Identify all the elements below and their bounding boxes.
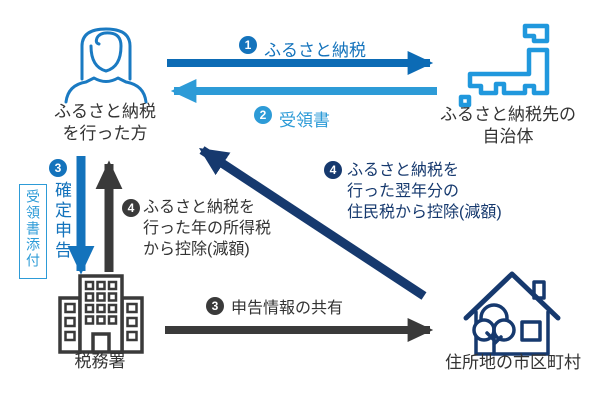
receipt-attached-note: 受領書添付	[19, 184, 47, 279]
donor-label: ふるさと納税 を行った方	[54, 102, 156, 143]
flow-4-resident-badge: 4	[324, 161, 342, 179]
flow-4-resident-label: ふるさと納税を 行った翌年分の 住民税から控除(減額)	[347, 162, 502, 221]
flow-2-badge: 2	[254, 106, 272, 124]
flow-1-label: ふるさと納税	[264, 41, 366, 60]
flow-4-income-label: ふるさと納税を 行った年の所得税 から控除(減額)	[143, 199, 272, 258]
flow-3-label: 確定申告	[52, 181, 71, 261]
flow-3-share-badge: 3	[206, 297, 224, 315]
flow-2-label: 受領書	[279, 111, 330, 130]
tax-office-icon	[58, 274, 144, 354]
recipient-municipality-label: ふるさと納税先の 自治体	[440, 105, 576, 146]
person-icon	[64, 27, 148, 104]
tax-office-label: 税務署	[74, 352, 126, 371]
flow-3-share-label: 申告情報の共有	[231, 300, 344, 317]
japan-map-icon	[458, 23, 550, 108]
flow-1-badge: 1	[239, 36, 257, 54]
flow-3-badge: 3	[49, 159, 67, 177]
house-icon	[463, 271, 561, 356]
arrow-resident-tax-deduction	[198, 146, 427, 300]
flow-4-income-badge: 4	[122, 199, 140, 217]
home-municipality-label: 住所地の市区町村	[445, 353, 581, 372]
